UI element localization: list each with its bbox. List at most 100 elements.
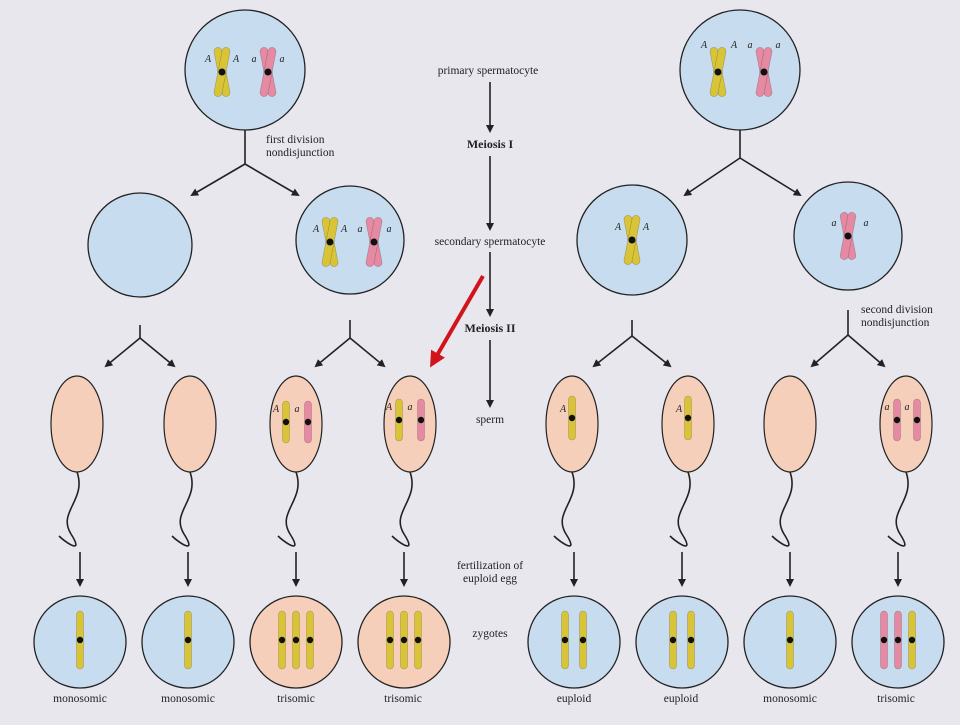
- zygote-6-chromatid-2-centromere: [687, 636, 695, 644]
- gene-label-a: a: [885, 402, 890, 413]
- right-a-to-sperm-7: [810, 334, 849, 368]
- sperm-4-tail: [391, 471, 413, 547]
- left-secondary-chromosome-yellow-centromere: [326, 238, 334, 246]
- zygote-4-chromatid-2-centromere: [400, 636, 408, 644]
- stage-fertilization: fertilization of euploid egg: [456, 560, 524, 585]
- sperm-8-chromatid-pink-1-centromere: [893, 416, 901, 424]
- stage-meiosis-ii: Meiosis II: [464, 321, 516, 335]
- stage-sperm: sperm: [475, 414, 505, 426]
- zygote-3-chromatid-3-centromere: [306, 636, 314, 644]
- left-split-to-full: [244, 163, 300, 197]
- outcome-label-6: euploid: [663, 693, 699, 705]
- gene-label-a: a: [280, 54, 285, 65]
- sperm-8-tail: [887, 471, 909, 547]
- sperm-6-chromatid-yellow-centromere: [684, 414, 692, 422]
- right-split-to-A: [683, 157, 741, 197]
- gene-label-a: a: [748, 40, 753, 51]
- outcome-label-8: trisomic: [877, 693, 915, 705]
- zygote-1-chromatid-1-centromere: [76, 636, 84, 644]
- left-secondary-both: [295, 185, 405, 295]
- gene-label-a: a: [295, 404, 300, 415]
- left-full-to-sperm-4: [349, 337, 386, 368]
- right-primary-chromosome-yellow-centromere: [714, 68, 722, 76]
- right-a-to-sperm-8: [847, 334, 886, 368]
- sperm-1-tail: [58, 471, 80, 547]
- sperm-6-tail: [669, 471, 691, 547]
- zygote-8-chromatid-3-centromere: [908, 636, 916, 644]
- right-split-to-a: [739, 157, 802, 197]
- zygote-6-chromatid-1-centromere: [669, 636, 677, 644]
- gene-label-A: A: [312, 224, 320, 235]
- sperm-3-chromatid-yellow-centromere: [282, 418, 290, 426]
- zygote-5-chromatid-2-centromere: [579, 636, 587, 644]
- stage-secondary-spermatocyte: secondary spermatocyte: [434, 236, 546, 248]
- gene-label-A: A: [340, 224, 348, 235]
- gene-label-A: A: [385, 402, 393, 413]
- zygote-4-chromatid-3-centromere: [414, 636, 422, 644]
- gene-label-a: a: [358, 224, 363, 235]
- sperm-5-chromatid-yellow-centromere: [568, 414, 576, 422]
- annotation-second-division-nondisjunction: second division nondisjunction: [861, 304, 933, 329]
- gene-label-a: a: [776, 40, 781, 51]
- zygote-2-chromatid-1-centromere: [184, 636, 192, 644]
- gene-label-A: A: [700, 40, 708, 51]
- annotation-first-division-nondisjunction: first division nondisjunction: [266, 134, 335, 159]
- sperm-4-head: [383, 375, 437, 473]
- left-primary-chromosome-pink-centromere: [264, 68, 272, 76]
- stage-primary-spermatocyte: primary spermatocyte: [437, 65, 539, 77]
- gene-label-A: A: [232, 54, 240, 65]
- gene-label-A: A: [272, 404, 280, 415]
- outcome-label-3: trisomic: [277, 693, 315, 705]
- gene-label-A: A: [614, 222, 622, 233]
- gene-label-A: A: [642, 222, 650, 233]
- zygote-8-chromatid-1-centromere: [880, 636, 888, 644]
- right-primary-spermatocyte: [679, 9, 801, 131]
- right-secondary-chromosome-pink-centromere: [844, 232, 852, 240]
- sperm-4-chromatid-yellow-centromere: [395, 416, 403, 424]
- zygote-6: [635, 595, 729, 689]
- sperm-3-tail: [277, 471, 299, 547]
- zygote-4-chromatid-1-centromere: [386, 636, 394, 644]
- gene-label-A: A: [675, 404, 683, 415]
- stage-meiosis-i: Meiosis I: [466, 137, 514, 151]
- sperm-2-tail: [171, 471, 193, 547]
- gene-label-a: a: [864, 218, 869, 229]
- left-primary-chromosome-yellow-centromere: [218, 68, 226, 76]
- sperm-8-head: [879, 375, 933, 473]
- sperm-4-chromatid-pink-centromere: [417, 416, 425, 424]
- gene-label-a: a: [252, 54, 257, 65]
- stage-zygotes: zygotes: [472, 628, 508, 640]
- left-split-to-empty: [190, 163, 246, 197]
- sperm-5-tail: [553, 471, 575, 547]
- gene-label-A: A: [730, 40, 738, 51]
- zygote-8-chromatid-2-centromere: [894, 636, 902, 644]
- gene-label-a: a: [905, 402, 910, 413]
- sperm-7-head: [763, 375, 817, 473]
- sperm-1-head: [50, 375, 104, 473]
- outcome-label-7: monosomic: [763, 693, 817, 705]
- right-A-to-sperm-6: [631, 335, 672, 368]
- left-full-to-sperm-3: [314, 337, 351, 368]
- zygote-3-chromatid-2-centromere: [292, 636, 300, 644]
- zygote-5-chromatid-1-centromere: [561, 636, 569, 644]
- zygote-7-chromatid-1-centromere: [786, 636, 794, 644]
- gene-label-a: a: [832, 218, 837, 229]
- sperm-7-tail: [771, 471, 793, 547]
- outcome-label-1: monosomic: [53, 693, 107, 705]
- left-empty-to-sperm-1: [104, 337, 141, 368]
- sperm-3-head: [269, 375, 323, 473]
- left-secondary-empty: [87, 192, 193, 298]
- sperm-3-chromatid-pink-centromere: [304, 418, 312, 426]
- left-secondary-chromosome-pink-centromere: [370, 238, 378, 246]
- gene-label-a: a: [408, 402, 413, 413]
- outcome-label-5: euploid: [556, 693, 592, 705]
- gene-label-a: a: [387, 224, 392, 235]
- sperm-2-head: [163, 375, 217, 473]
- gene-label-A: A: [204, 54, 212, 65]
- highlight-red-arrow: [429, 274, 485, 368]
- sperm-8-chromatid-pink-2-centromere: [913, 416, 921, 424]
- left-primary-spermatocyte: [184, 9, 306, 131]
- left-empty-to-sperm-2: [139, 337, 176, 368]
